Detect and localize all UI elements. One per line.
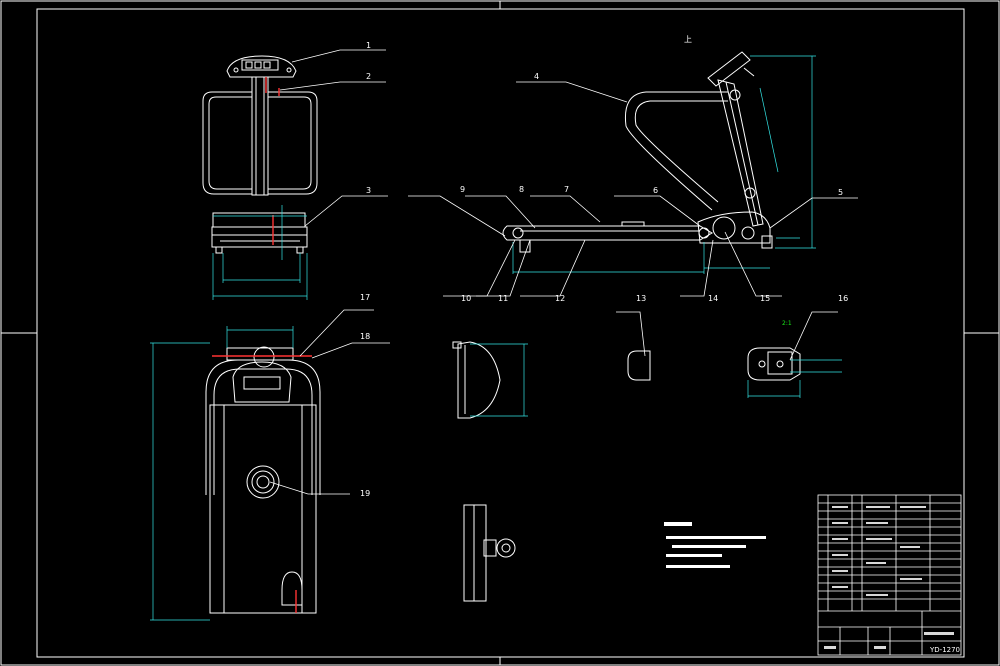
- side-view-label: 上: [684, 35, 692, 44]
- top-view: [205, 346, 321, 614]
- drawing-code: YD-1270: [929, 646, 960, 654]
- side-view: [502, 51, 773, 253]
- balloon-2: 2: [366, 72, 371, 81]
- balloon-11: 11: [498, 294, 508, 303]
- balloon-18: 18: [360, 332, 370, 341]
- balloon-1: 1: [366, 41, 371, 50]
- balloon-6: 6: [653, 186, 658, 195]
- balloon-5: 5: [838, 188, 843, 197]
- detail-dimensions: [470, 343, 842, 417]
- front-view: [202, 55, 318, 254]
- balloon-17: 17: [360, 293, 370, 302]
- balloon-15: 15: [760, 294, 770, 303]
- detail-views: [452, 341, 801, 602]
- balloon-13: 13: [636, 294, 646, 303]
- top-view-dimensions: [150, 326, 294, 621]
- balloon-3: 3: [366, 186, 371, 195]
- balloon-labels: 1 2 3 4 5 6 7 8 9 10 11 12 13 14 15 16 1…: [360, 41, 848, 498]
- technical-notes: [664, 522, 766, 568]
- balloon-9: 9: [460, 185, 465, 194]
- title-block-cells: [824, 506, 954, 649]
- balloon-14: 14: [708, 294, 718, 303]
- balloon-16: 16: [838, 294, 848, 303]
- balloon-7: 7: [564, 185, 569, 194]
- balloon-8: 8: [519, 185, 524, 194]
- top-view-section: [212, 355, 312, 613]
- front-view-dimensions: [212, 205, 308, 300]
- side-view-dimensions: [512, 55, 816, 274]
- balloon-leaders: [269, 49, 858, 495]
- balloon-10: 10: [461, 294, 471, 303]
- front-view-section: [265, 77, 280, 245]
- balloon-19: 19: [360, 489, 370, 498]
- detail-16-scale: 2:1: [782, 320, 792, 327]
- balloon-12: 12: [555, 294, 565, 303]
- title-block: [817, 494, 962, 656]
- balloon-4: 4: [534, 72, 539, 81]
